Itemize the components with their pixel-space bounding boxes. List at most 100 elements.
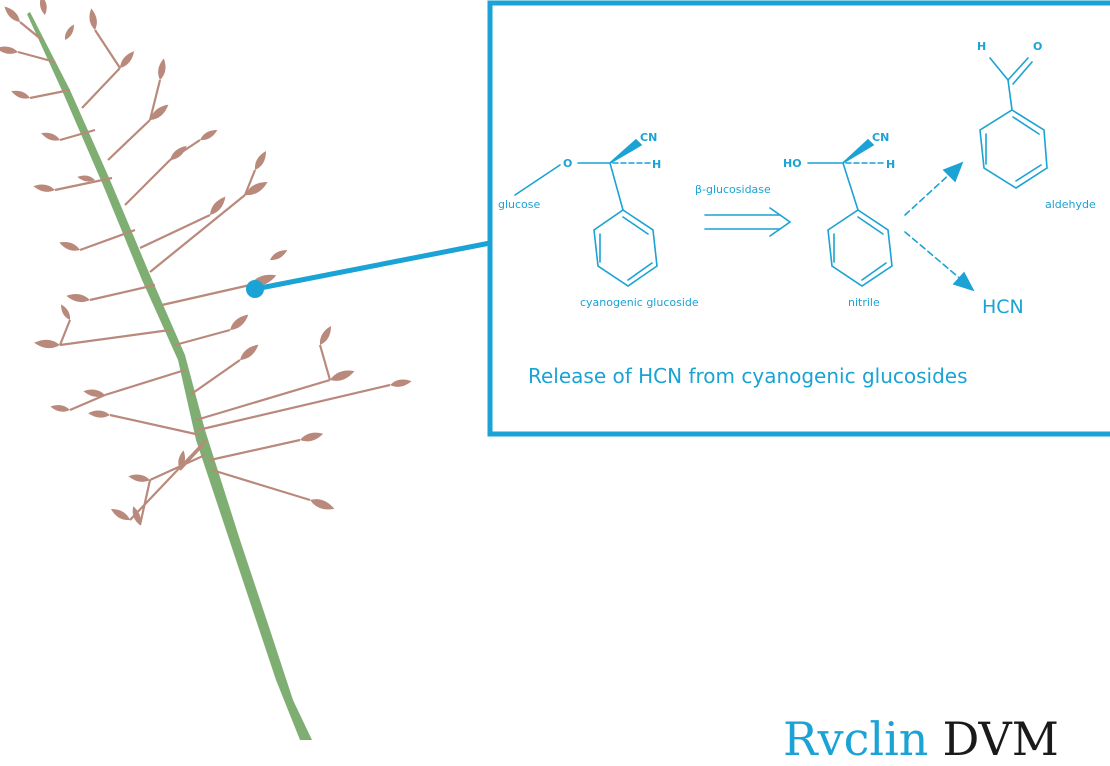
benzene-ring-3 xyxy=(979,109,1048,189)
reaction-arrow xyxy=(704,207,792,237)
panicle-branch xyxy=(138,479,152,526)
spikelet xyxy=(0,46,18,54)
panicle-branch xyxy=(59,128,96,142)
dashed-arrows xyxy=(904,161,975,292)
spikelet xyxy=(39,0,47,15)
hcn-product-label: HCN xyxy=(982,296,1024,318)
panicle-branches xyxy=(17,21,391,526)
ho-group-label: HO xyxy=(783,157,802,170)
nitrile-h-label: H xyxy=(886,158,895,171)
oxygen-atom-label: O xyxy=(563,157,572,170)
spikelet xyxy=(178,450,186,470)
grass-stem xyxy=(27,12,312,740)
benzene-ring-1 xyxy=(593,209,658,287)
spikelet xyxy=(150,104,169,120)
spikelet xyxy=(128,474,150,482)
spikelet xyxy=(310,499,335,510)
panicle-branch xyxy=(109,413,201,437)
aldehyde-o-label: O xyxy=(1033,40,1042,53)
panicle-branch xyxy=(107,119,151,161)
panicle-branch xyxy=(29,88,71,100)
cyanogenic-glucoside-structure xyxy=(514,138,658,287)
spikelet xyxy=(66,293,90,303)
spikelet xyxy=(254,150,267,170)
panicle-branch xyxy=(149,194,246,273)
spikelet xyxy=(200,129,218,141)
aldehyde-h-label: H xyxy=(977,40,986,53)
panicle-branch xyxy=(161,283,251,307)
spikelet xyxy=(110,508,130,521)
glucose-label: glucose xyxy=(498,198,541,211)
panicle-spikelets xyxy=(0,0,412,525)
cn-group-label: CN xyxy=(640,131,657,144)
spikelet xyxy=(88,410,110,418)
spikelet xyxy=(77,175,95,182)
spikelet xyxy=(60,304,71,320)
aldehyde-structure xyxy=(979,57,1048,189)
spikelet xyxy=(41,132,60,141)
panicle-branch xyxy=(17,50,56,64)
logo-word-1: Rvclin xyxy=(783,712,929,766)
panicle-branch xyxy=(69,393,106,412)
panicle-branch xyxy=(124,159,171,206)
nitrile-label: nitrile xyxy=(848,296,880,309)
benzene-ring-2 xyxy=(827,209,893,287)
panicle-branch xyxy=(211,468,311,502)
spikelet xyxy=(210,196,226,215)
diagram-canvas: glucose O CN H cyanogenic glucoside β-gl… xyxy=(0,0,1110,740)
aldehyde-label: aldehyde xyxy=(1045,198,1096,211)
spikelet xyxy=(11,90,31,99)
reaction-scheme: glucose O CN H cyanogenic glucoside β-gl… xyxy=(498,40,1096,318)
panicle-branch xyxy=(94,29,121,69)
spikelet xyxy=(319,325,332,345)
spikelet xyxy=(83,389,105,397)
panicle-branch xyxy=(129,439,207,521)
panicle-branch xyxy=(189,359,241,396)
spikelet xyxy=(50,404,70,412)
connector-line xyxy=(254,240,491,292)
panicle-branch xyxy=(54,176,113,192)
panicle-branch xyxy=(179,444,204,471)
connector-dot xyxy=(246,280,264,298)
spikelet xyxy=(270,249,288,261)
panicle-branch xyxy=(104,368,186,397)
panicle-branch xyxy=(209,438,301,462)
spikelet xyxy=(120,51,135,68)
spikelet xyxy=(245,181,268,196)
spikelet xyxy=(89,8,97,31)
spikelet xyxy=(170,145,187,160)
panicle-branch xyxy=(58,319,72,346)
panicle-branch xyxy=(19,21,43,41)
spikelet xyxy=(4,6,20,22)
enzyme-label: β-glucosidase xyxy=(695,183,771,196)
wedge-bond xyxy=(609,138,643,164)
panicle-branch xyxy=(79,228,136,252)
panicle-branch xyxy=(59,328,171,347)
spikelet xyxy=(390,379,412,387)
spikelet xyxy=(34,339,60,349)
panicle-branch xyxy=(174,328,231,347)
panicle-branch xyxy=(89,283,156,302)
panicle-branch xyxy=(148,79,162,121)
panicle-branch xyxy=(318,344,332,381)
panicle-branch xyxy=(139,214,211,249)
spikelet xyxy=(59,241,80,251)
grass-plant-illustration xyxy=(0,0,412,740)
wedge-bond-2 xyxy=(842,138,875,164)
spikelet xyxy=(33,184,55,192)
logo-word-2: DVM xyxy=(942,712,1059,766)
spikelet xyxy=(330,370,355,381)
spikelet xyxy=(64,24,75,40)
inset-box xyxy=(487,0,1110,437)
panicle-branch xyxy=(243,169,257,196)
hydrogen-atom-label: H xyxy=(652,158,661,171)
cyanogenic-glucoside-label: cyanogenic glucoside xyxy=(580,296,699,309)
spikelet xyxy=(158,58,166,80)
spikelet xyxy=(240,344,259,360)
panicle-branch xyxy=(81,67,121,109)
nitrile-cn-label: CN xyxy=(872,131,889,144)
nitrile-structure xyxy=(807,138,893,287)
panicle-branch xyxy=(195,378,331,422)
panicle-branch xyxy=(149,453,206,482)
